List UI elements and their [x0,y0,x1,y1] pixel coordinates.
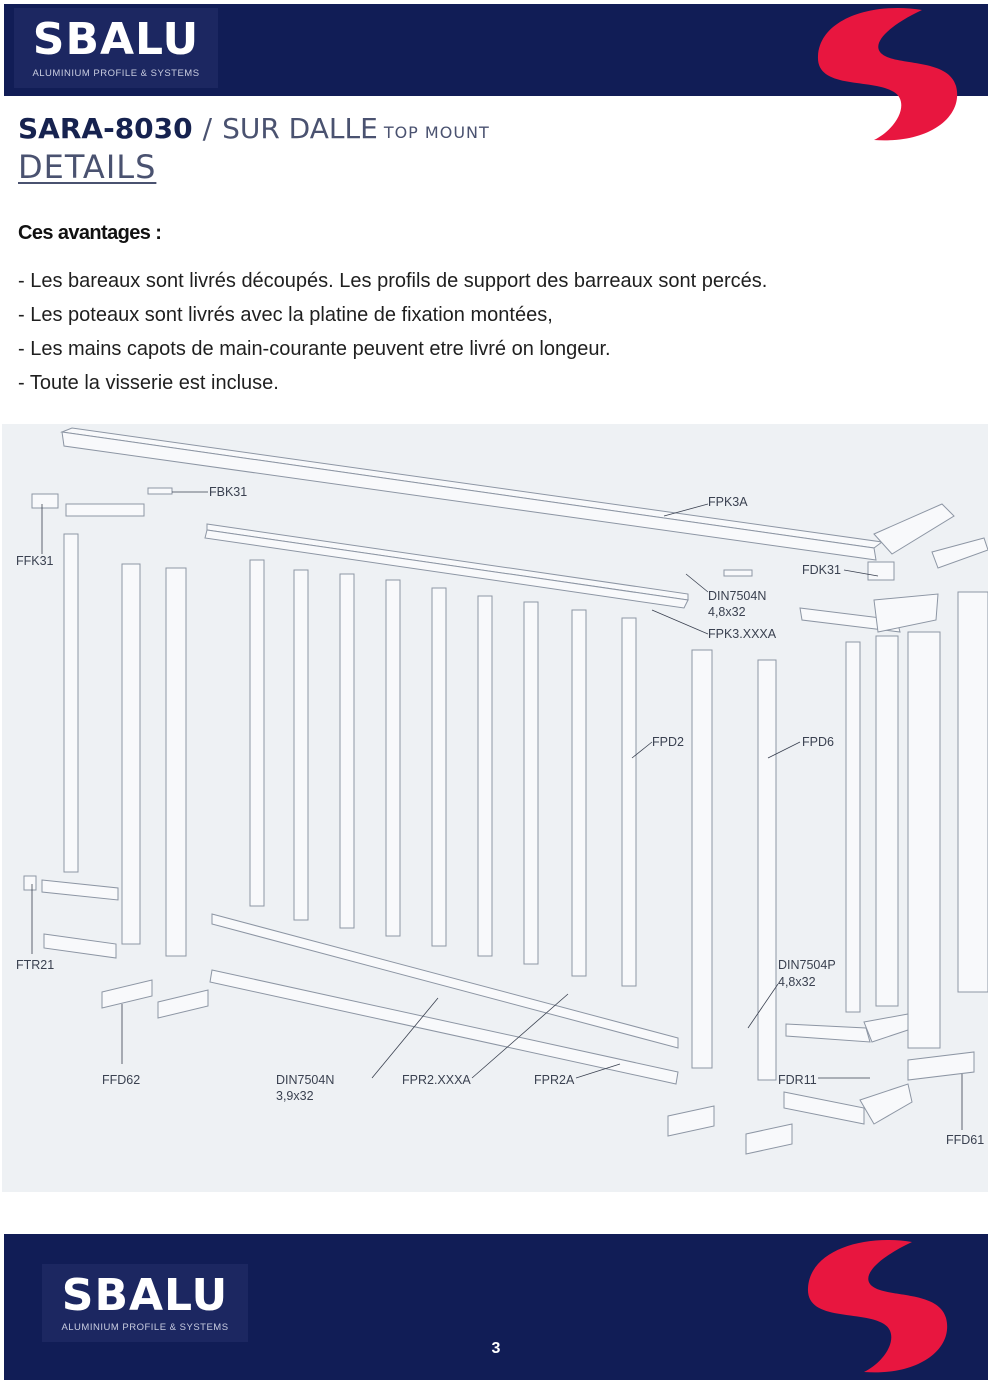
brand-logo: SBALU ALUMINIUM PROFILE & SYSTEMS [14,8,218,88]
label-din7504n-bottom-size: 3,9x32 [276,1089,314,1103]
list-item: - Toute la visserie est incluse. [18,372,279,394]
leader-lines [31,491,963,1130]
footer-s-logo-icon [807,1239,948,1373]
label-ffk31: FFK31 [16,554,54,568]
footer-brand-logo: SBALU ALUMINIUM PROFILE & SYSTEMS [42,1264,248,1342]
label-fdr11: FDR11 [778,1073,817,1087]
page-title: SARA-8030 / SUR DALLE TOP MOUNT [18,112,490,145]
label-ftr21: FTR21 [16,958,54,972]
label-din7504n-bottom: DIN7504N [276,1073,334,1087]
title-subtitle-en: TOP MOUNT [383,123,490,142]
label-din7504p: DIN7504P [778,958,836,972]
diagram-parts [23,427,988,1155]
list-item: - Les poteaux sont livrés avec la platin… [18,304,553,326]
exploded-assembly-diagram: FBK31 FPK3A FFK31 FDK31 DIN7504N 4,8x32 … [2,424,988,1192]
label-fpr2-xxxa: FPR2.XXXA [402,1073,471,1087]
label-fbk31: FBK31 [209,485,247,499]
label-fpk3a: FPK3A [708,495,748,509]
list-item: - Les bareaux sont livrés découpés. Les … [18,270,768,292]
footer-brand-tagline: ALUMINIUM PROFILE & SYSTEMS [61,1322,229,1333]
part-labels: FBK31 FPK3A FFK31 FDK31 DIN7504N 4,8x32 … [16,485,984,1147]
label-din7504n-top: DIN7504N [708,589,766,603]
section-heading: DETAILS [18,148,157,186]
model-name: SARA-8030 [18,112,193,145]
label-din7504n-top-size: 4,8x32 [708,605,746,619]
label-fdk31: FDK31 [802,563,841,577]
label-din7504p-size: 4,8x32 [778,975,816,989]
title-subtitle: SUR DALLE [222,112,378,145]
label-fpd6: FPD6 [802,735,834,749]
advantages-list: - Les bareaux sont livrés découpés. Les … [18,268,767,404]
label-fpd2: FPD2 [652,735,684,749]
footer-brand-name: SBALU [61,1270,229,1321]
label-ffd61: FFD61 [946,1133,984,1147]
label-fpr2a: FPR2A [534,1073,575,1087]
brand-tagline: ALUMINIUM PROFILE & SYSTEMS [32,68,200,79]
list-item: - Les mains capots de main-courante peuv… [18,338,611,360]
title-separator: / [202,112,213,145]
advantages-heading: Ces avantages : [18,222,162,244]
brand-name: SBALU [32,14,200,65]
label-fpk3-xxxa: FPK3.XXXA [708,627,777,641]
s-logo-icon [817,7,958,141]
page-number: 3 [491,1340,501,1357]
label-ffd62: FFD62 [102,1073,140,1087]
